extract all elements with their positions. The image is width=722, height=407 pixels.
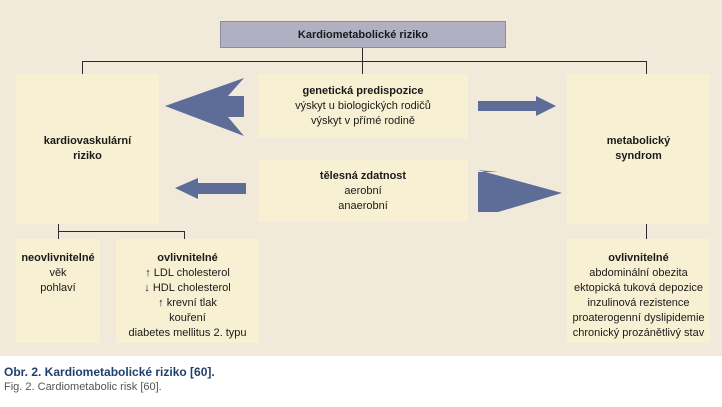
arrows-layer [165, 78, 562, 218]
metabolic-syndrome-line2: syndrom [615, 150, 662, 162]
modifiable-right-box: ovlivnitelné abdominální obezita ektopic… [567, 239, 710, 343]
non-modifiable-heading: neovlivnitelné [21, 252, 95, 264]
connector-right-down [646, 61, 647, 74]
physical-fitness-box: tělesná zdatnost aerobní anaerobní [258, 160, 468, 222]
modifiable-right-item: inzulinová rezistence [587, 297, 690, 309]
non-modifiable-item: pohlaví [40, 282, 76, 294]
modifiable-right-item: chronický prozánětlivý stav [572, 327, 705, 339]
arrow-fitness-to-metabolic [478, 170, 562, 218]
fitness-item: aerobní [344, 184, 382, 197]
arrow-genetic-to-cardiovascular [165, 78, 244, 136]
modifiable-left-item: diabetes mellitus 2. typu [128, 327, 247, 339]
figure-caption-en: Fig. 2. Cardiometabolic risk [60]. [4, 381, 162, 393]
diagram-title: Kardiometabolické riziko [220, 21, 506, 48]
genetic-item: výskyt u biologických rodičů [295, 99, 431, 112]
cardiovascular-risk-line1: kardiovaskulární [43, 135, 132, 147]
modifiable-left-item: ↓ HDL cholesterol [144, 282, 231, 294]
connector-left-bottom-right [184, 231, 185, 239]
connector-center-down [362, 61, 363, 74]
modifiable-left-heading: ovlivnitelné [157, 252, 218, 264]
cardiovascular-risk-line2: riziko [73, 150, 102, 162]
modifiable-right-item: ektopická tuková depozice [573, 282, 704, 294]
modifiable-left-box: ovlivnitelné ↑ LDL cholesterol ↓ HDL cho… [116, 239, 259, 343]
modifiable-right-item: abdominální obezita [589, 267, 688, 279]
connector-horizontal-top [82, 61, 646, 62]
connector-title-down [362, 48, 363, 62]
modifiable-right-heading: ovlivnitelné [608, 252, 669, 264]
metabolic-syndrome-box: metabolický syndrom [567, 74, 710, 224]
connector-left-bottom-horizontal [58, 231, 184, 232]
modifiable-left-item: ↑ krevní tlak [158, 297, 217, 309]
non-modifiable-box: neovlivnitelné věk pohlaví [16, 239, 100, 343]
cardiovascular-risk-box: kardiovaskulární riziko [16, 74, 159, 224]
arrow-genetic-to-metabolic [478, 96, 556, 116]
genetic-item: výskyt v přímé rodině [311, 114, 415, 127]
modifiable-right-item: proaterogenní dyslipidemie [572, 312, 705, 324]
genetic-heading: genetická predispozice [302, 84, 424, 97]
non-modifiable-item: věk [49, 267, 67, 279]
arrow-fitness-to-cardiovascular [175, 178, 246, 199]
fitness-heading: tělesná zdatnost [319, 169, 407, 182]
metabolic-syndrome-line1: metabolický [606, 135, 671, 147]
fitness-item: anaerobní [338, 199, 388, 212]
modifiable-left-item: kouření [169, 312, 206, 324]
modifiable-left-item: ↑ LDL cholesterol [145, 267, 230, 279]
connector-left-down [82, 61, 83, 74]
figure-caption-cz: Obr. 2. Kardiometabolické riziko [60]. [4, 365, 215, 379]
genetic-predisposition-box: genetická predispozice výskyt u biologic… [258, 74, 468, 138]
connector-right-bottom-down [646, 224, 647, 239]
